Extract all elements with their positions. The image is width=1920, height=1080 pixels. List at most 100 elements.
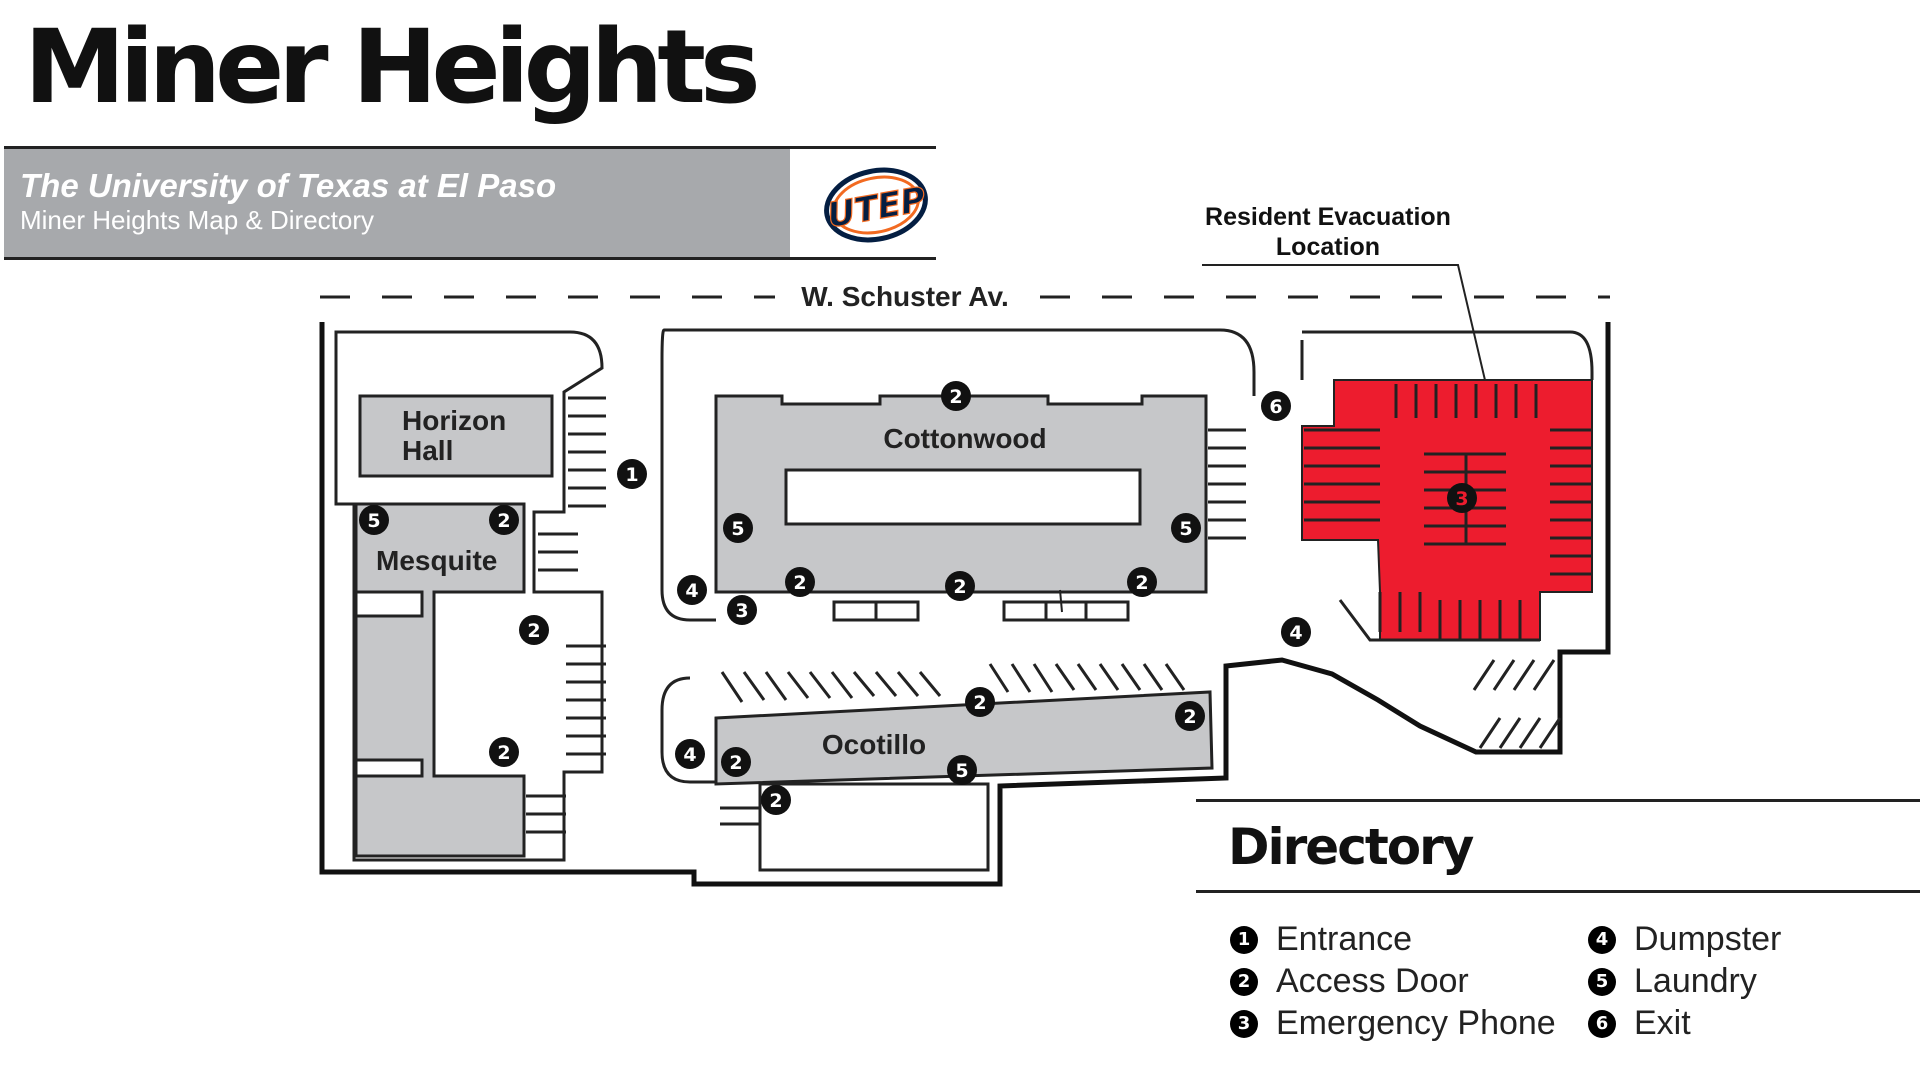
marker-access-door: 2 (965, 687, 995, 717)
directory-label: Exit (1634, 1004, 1691, 1042)
mesquite-notch-1 (354, 590, 424, 618)
svg-text:2: 2 (953, 576, 966, 598)
marker-laundry: 5 (1171, 513, 1201, 543)
ocotillo-label: Ocotillo (822, 729, 926, 760)
building-horizon-hall (358, 394, 554, 478)
cottonwood-courtyard (784, 468, 1142, 526)
marker-access-door: 2 (1127, 567, 1157, 597)
west-parking-stalls (526, 396, 606, 834)
svg-text:6: 6 (1269, 396, 1282, 418)
svg-text:2: 2 (973, 692, 986, 714)
utep-logo: UTEP (822, 163, 930, 252)
svg-text:2: 2 (497, 510, 510, 532)
svg-text:2: 2 (769, 790, 782, 812)
marker-access-door: 2 (941, 381, 971, 411)
map-subtitle: Miner Heights Map & Directory (20, 205, 374, 235)
directory-top-rule (1196, 799, 1920, 802)
directory-item-dumpster: 4 Dumpster (1588, 920, 1781, 959)
marker-dumpster: 4 (1281, 617, 1311, 647)
svg-text:2: 2 (527, 620, 540, 642)
page-title: Miner Heights (24, 8, 761, 127)
mesquite-label: Mesquite (376, 545, 497, 576)
marker-dumpster: 4 (675, 739, 705, 769)
marker-access-door: 2 (761, 785, 791, 815)
directory-number: 1 (1230, 925, 1258, 954)
marker-dumpster: 4 (677, 575, 707, 605)
marker-access-door: 2 (1175, 701, 1205, 731)
marker-access-door: 2 (785, 567, 815, 597)
directory-item-entrance: 1 Entrance (1230, 920, 1412, 959)
svg-text:3: 3 (735, 600, 748, 622)
directory-item-laundry: 5 Laundry (1588, 962, 1757, 1001)
svg-text:5: 5 (731, 518, 744, 540)
svg-text:2: 2 (949, 386, 962, 408)
evacuation-pointer (1202, 264, 1493, 411)
ocotillo-south-stalls (720, 806, 760, 826)
svg-text:2: 2 (1183, 706, 1196, 728)
directory-label: Laundry (1634, 962, 1757, 1000)
svg-text:4: 4 (685, 580, 698, 602)
directory-bottom-rule (1196, 890, 1920, 893)
marker-access-door: 2 (519, 615, 549, 645)
evacuation-area (1301, 379, 1593, 641)
east-diagonal-stalls (1472, 659, 1562, 749)
banner-background: The University of Texas at El Paso Miner… (4, 149, 790, 257)
evacuation-stalls (1304, 384, 1592, 640)
directory-number: 2 (1230, 967, 1258, 996)
svg-text:1: 1 (625, 464, 638, 486)
cottonwood-benches (832, 600, 1130, 622)
cottonwood-east-stalls (1208, 428, 1246, 540)
directory-item-access-door: 2 Access Door (1230, 962, 1469, 1001)
west-compound-wall (334, 330, 604, 862)
marker-laundry: 5 (723, 513, 753, 543)
marker-access-door: 2 (945, 571, 975, 601)
marker-entrance: 1 (617, 459, 647, 489)
map-markers: 1 2 2 2 2 2 2 2 2 2 2 2 3 3 4 4 4 5 5 5 … (359, 381, 1477, 815)
svg-text:5: 5 (1179, 518, 1192, 540)
svg-text:2: 2 (497, 742, 510, 764)
marker-exit: 6 (1261, 391, 1291, 421)
ocotillo-annex (758, 782, 990, 872)
marker-emergency-phone: 3 (1447, 483, 1477, 513)
directory-title: Directory (1228, 818, 1474, 876)
svg-text:5: 5 (955, 760, 968, 782)
horizon-hall-label-2: Hall (402, 435, 453, 466)
marker-emergency-phone: 3 (727, 595, 757, 625)
street-label: W. Schuster Av. (801, 281, 1008, 312)
svg-text:2: 2 (1135, 572, 1148, 594)
marker-laundry: 5 (947, 755, 977, 785)
svg-text:4: 4 (683, 744, 696, 766)
evacuation-label-line1: Resident Evacuation (1205, 203, 1451, 231)
cottonwood-compound-wall (660, 328, 1256, 622)
directory-label: Dumpster (1634, 920, 1782, 958)
directory-label: Access Door (1276, 962, 1469, 1000)
svg-text:3: 3 (1455, 488, 1468, 510)
svg-text:4: 4 (1289, 622, 1302, 644)
cottonwood-tick (1059, 589, 1063, 613)
svg-text:2: 2 (729, 752, 742, 774)
horizon-hall-label-1: Horizon (402, 405, 506, 436)
marker-laundry: 5 (359, 505, 389, 535)
ocotillo-diagonal-stalls (720, 663, 1186, 703)
marker-access-door: 2 (489, 505, 519, 535)
directory-item-emergency-phone: 3 Emergency Phone (1230, 1004, 1556, 1043)
mesquite-notch-2 (354, 758, 424, 778)
directory-number: 6 (1588, 1009, 1616, 1038)
header-banner: The University of Texas at El Paso Miner… (4, 146, 936, 260)
marker-access-door: 2 (489, 737, 519, 767)
svg-text:2: 2 (793, 572, 806, 594)
evacuation-curb (1338, 599, 1540, 642)
directory-number: 3 (1230, 1009, 1258, 1038)
cottonwood-label: Cottonwood (883, 423, 1046, 454)
evacuation-label-line2: Location (1276, 233, 1380, 261)
directory-label: Emergency Phone (1276, 1004, 1556, 1042)
evacuation-wall (1302, 330, 1594, 380)
svg-text:5: 5 (367, 510, 380, 532)
directory-number: 4 (1588, 925, 1616, 954)
building-ocotillo (714, 690, 1214, 786)
university-name: The University of Texas at El Paso (20, 167, 557, 204)
directory-label: Entrance (1276, 920, 1413, 958)
marker-access-door: 2 (721, 747, 751, 777)
directory-item-exit: 6 Exit (1588, 1004, 1691, 1043)
